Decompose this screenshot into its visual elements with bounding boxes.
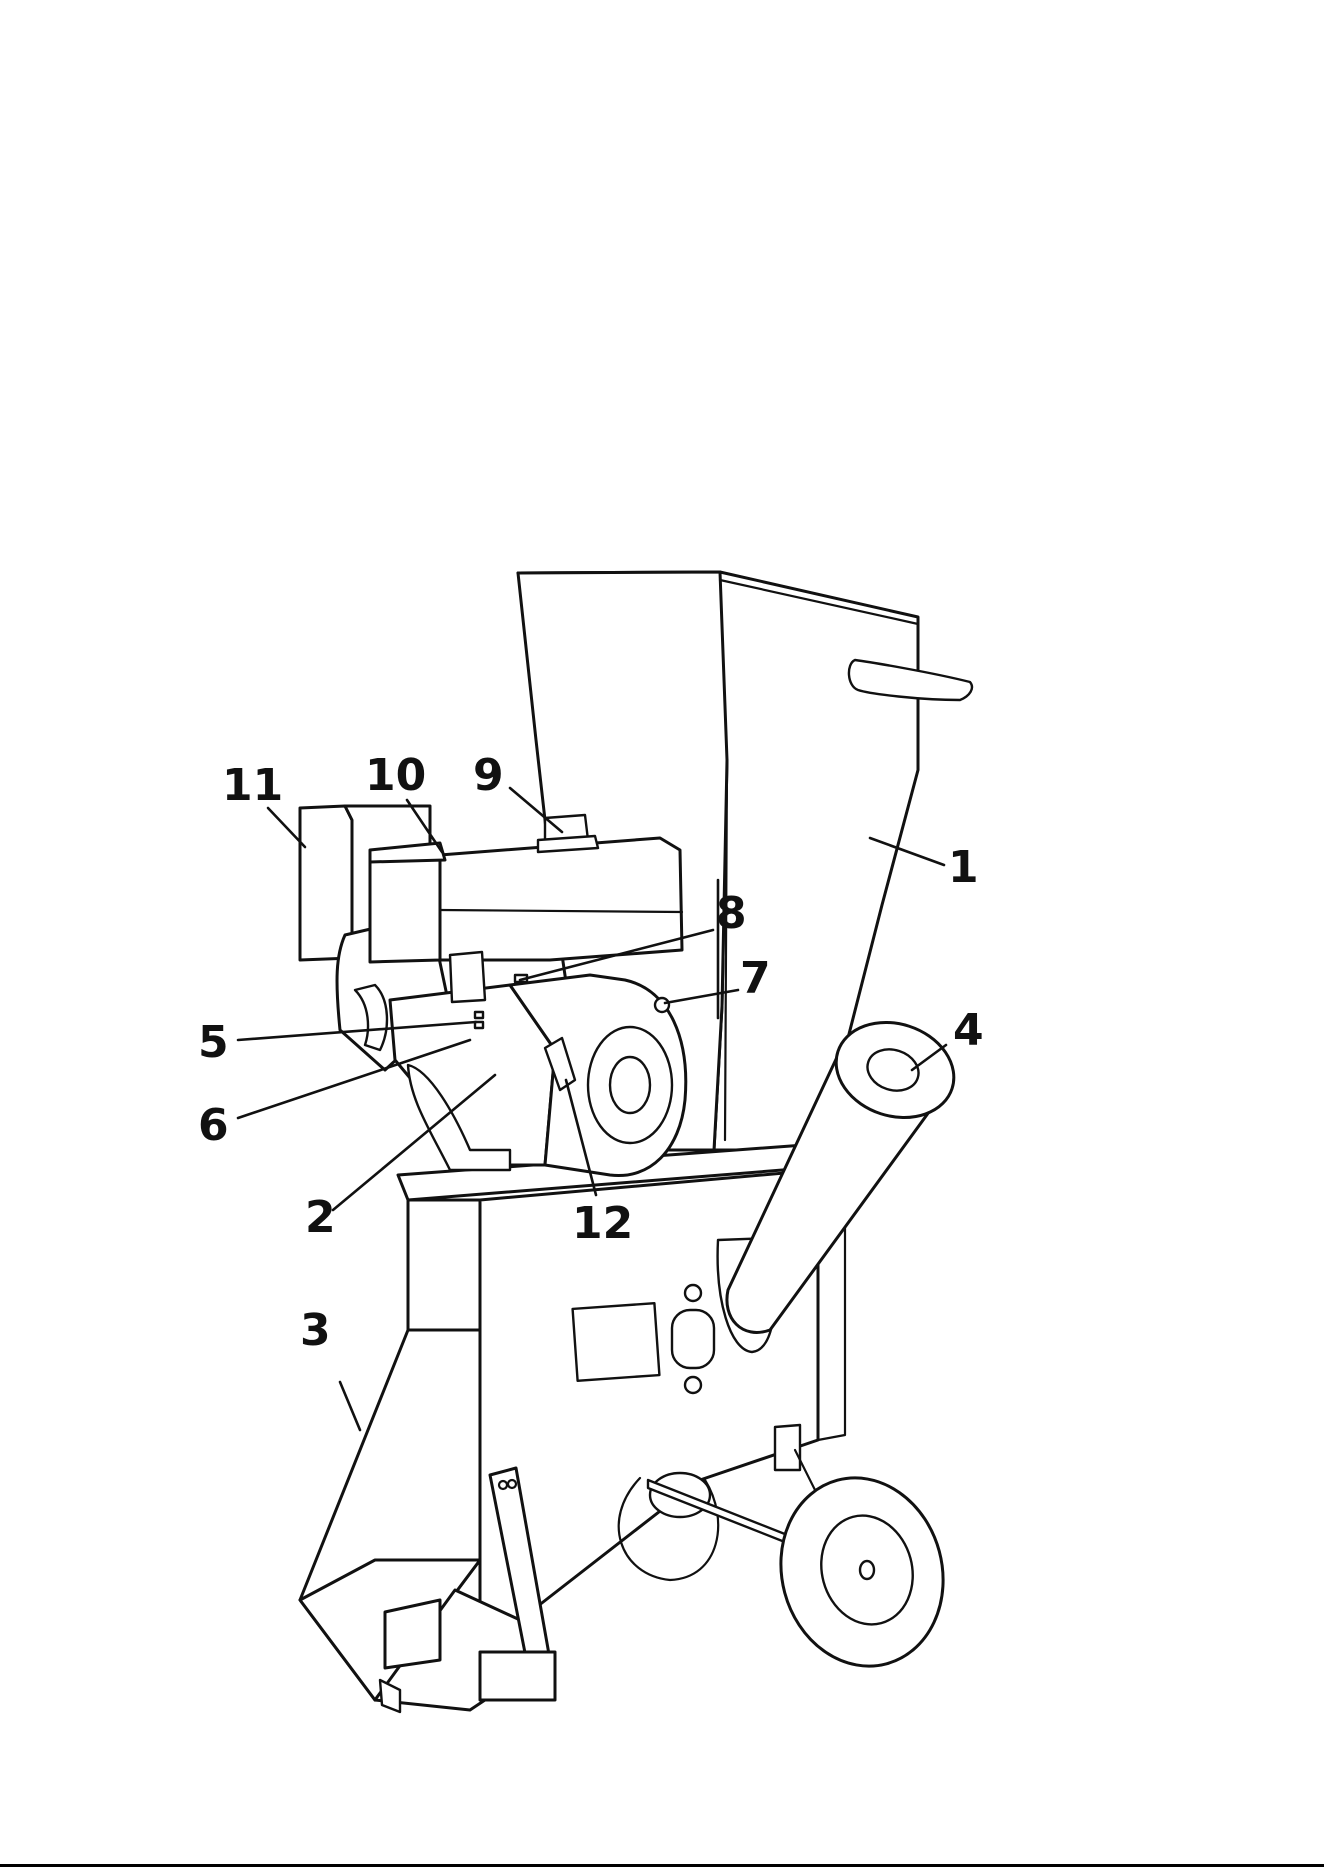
callout-11: 11 [222, 760, 283, 811]
engine [300, 806, 686, 1176]
callout-4: 4 [953, 1005, 984, 1056]
leader-3 [340, 1382, 360, 1430]
callout-12: 12 [572, 1198, 633, 1249]
callout-6: 6 [198, 1100, 229, 1151]
callout-7: 7 [740, 953, 771, 1004]
callout-1: 1 [948, 842, 979, 893]
callout-5: 5 [198, 1017, 229, 1068]
callout-2: 2 [305, 1192, 336, 1243]
bottom-rule [0, 1864, 1324, 1867]
callout-9: 9 [473, 750, 504, 801]
callout-10: 10 [365, 750, 426, 801]
callout-8: 8 [716, 888, 747, 939]
callout-3: 3 [300, 1305, 331, 1356]
